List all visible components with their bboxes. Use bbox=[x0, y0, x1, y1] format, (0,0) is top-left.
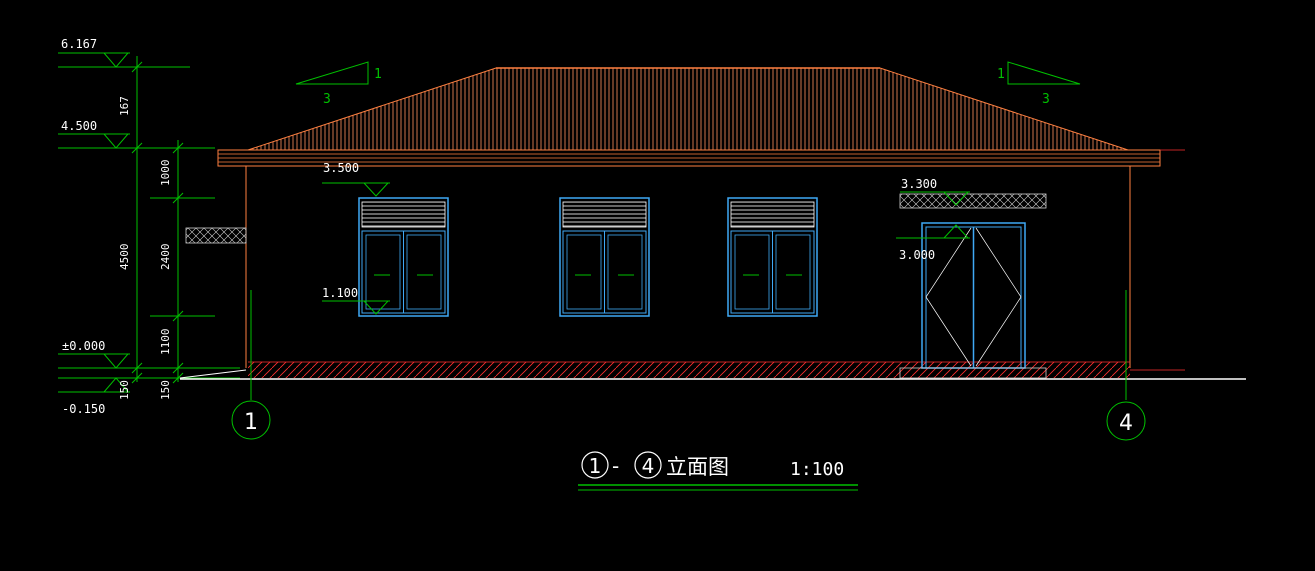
window-sill-marker bbox=[322, 300, 390, 315]
elevation-marker-outdoor bbox=[58, 377, 130, 393]
eave-fascia bbox=[217, 149, 1185, 167]
dim-167: 167 bbox=[118, 96, 131, 116]
dim-150-b: 150 bbox=[159, 380, 172, 400]
roof-slope-left bbox=[295, 61, 369, 85]
slope-right-run: 3 bbox=[1042, 92, 1050, 107]
title-scale: 1:100 bbox=[790, 459, 844, 480]
dim-1100: 1100 bbox=[159, 329, 172, 356]
title-axis-from: 1 bbox=[589, 454, 602, 478]
window-3 bbox=[727, 197, 818, 317]
elevation-ground: ±0.000 bbox=[62, 339, 105, 353]
door-head-elevation: 3.000 bbox=[899, 248, 935, 262]
elevation-eave: 4.500 bbox=[61, 119, 97, 133]
elevation-marker-eave bbox=[58, 133, 130, 149]
dim-1000: 1000 bbox=[159, 160, 172, 187]
door-canopy bbox=[899, 193, 1047, 209]
window-2 bbox=[559, 197, 650, 317]
title-name: 立面图 bbox=[666, 455, 729, 479]
dim-2400: 2400 bbox=[159, 244, 172, 271]
elevation-outdoor: -0.150 bbox=[62, 402, 105, 416]
slope-left-run: 3 bbox=[323, 92, 331, 107]
left-dimension-chain bbox=[58, 56, 240, 384]
door-step bbox=[899, 367, 1047, 379]
dim-150-a: 150 bbox=[118, 380, 131, 400]
window-top-marker bbox=[322, 182, 390, 197]
slope-left-rise: 1 bbox=[374, 67, 382, 82]
building-walls bbox=[245, 166, 1131, 368]
window-top-elevation: 3.500 bbox=[323, 161, 359, 175]
ramp-line bbox=[179, 369, 247, 379]
axis-1-marker bbox=[231, 290, 271, 440]
door-head-marker bbox=[896, 224, 970, 239]
window-1 bbox=[358, 197, 449, 317]
slope-right-rise: 1 bbox=[997, 67, 1005, 82]
drawing-title bbox=[578, 451, 858, 491]
title-dash: - bbox=[612, 454, 619, 478]
dim-4500: 4500 bbox=[118, 244, 131, 271]
axis-4-marker bbox=[1106, 290, 1146, 441]
side-canopy bbox=[185, 227, 247, 244]
entrance-door bbox=[921, 222, 1026, 369]
elevation-roof-top: 6.167 bbox=[61, 37, 97, 51]
axis-4-label: 4 bbox=[1119, 411, 1133, 436]
door-canopy-marker bbox=[900, 191, 970, 206]
roof-slope-right bbox=[1007, 61, 1081, 85]
elevation-marker-ground bbox=[58, 353, 130, 369]
elevation-marker-roof-top bbox=[58, 52, 130, 68]
title-axis-to: 4 bbox=[642, 454, 655, 478]
window-sill-elevation: 1.100 bbox=[322, 286, 358, 300]
plinth bbox=[248, 361, 1185, 378]
axis-1-label: 1 bbox=[244, 410, 258, 435]
door-canopy-elevation: 3.300 bbox=[901, 177, 937, 191]
